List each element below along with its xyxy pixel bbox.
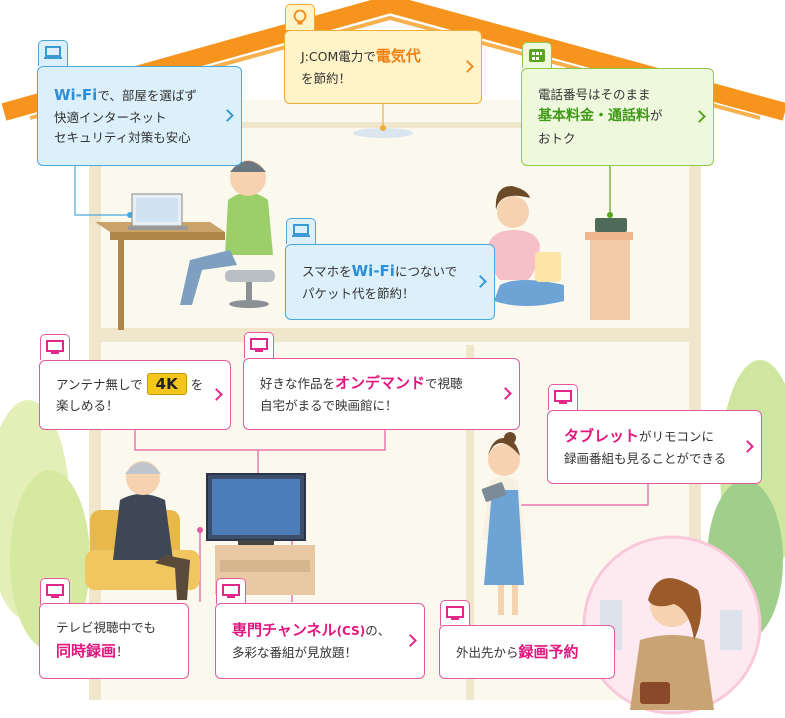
laptop-icon (292, 224, 310, 237)
tablet-line2: 録画番組も見ることができる (564, 451, 727, 467)
lightbulb-icon (293, 9, 307, 25)
tv-set (206, 473, 315, 595)
outside-woman-circle (582, 535, 762, 715)
smartphone-card-tab (286, 218, 316, 244)
4k-badge: 4K (146, 373, 187, 396)
electricity-highlight: 電気代 (375, 47, 421, 66)
simultaneous-recording-card[interactable]: テレビ視聴中でも 同時録画！ (39, 603, 189, 679)
phone-card-tab (522, 42, 552, 68)
tablet-remote-card[interactable]: タブレットがリモコンに 録画番組も見ることができる (547, 410, 762, 484)
elder-man-on-sofa (85, 461, 200, 600)
woman-on-cushion (488, 186, 564, 306)
channel-line2: 多彩な番組が見放題！ (232, 645, 358, 661)
antenna-card-tab (40, 334, 70, 360)
chevron-right-icon (404, 634, 417, 647)
remote-recording-card[interactable]: 外出先から録画予約 (439, 625, 615, 679)
chevron-right-icon (210, 388, 223, 401)
chevron-right-icon (499, 387, 512, 400)
chevron-right-icon (221, 109, 234, 122)
chevron-right-icon (741, 440, 754, 453)
tv-icon (250, 338, 268, 352)
wifi-line3: セキュリティ対策も安心 (54, 130, 191, 146)
tv-icon (554, 390, 572, 404)
smartphone-wifi-card[interactable]: スマホをWi-Fiにつないで パケット代を節約！ (285, 244, 495, 320)
specialty-channel-card[interactable]: 専門チャンネル(CS)の、 多彩な番組が見放題！ (215, 603, 425, 679)
man-at-desk (180, 160, 275, 308)
ceiling-light (353, 100, 413, 138)
wifi-internet-card[interactable]: Wi-Fiで、部屋を選ばず 快適インターネット セキュリティ対策も安心 (37, 66, 242, 166)
desk-with-laptop (95, 193, 225, 330)
phone-table (585, 218, 633, 320)
channel-highlight: 専門チャンネル (232, 621, 337, 640)
phone-service-card[interactable]: 電話番号はそのまま 基本料金・通話料が おトク (521, 68, 714, 166)
power-card-tab (285, 4, 315, 30)
phone-highlight: 基本料金・通話料 (538, 108, 650, 125)
tablet-card-tab (548, 384, 578, 410)
tv-icon (446, 606, 464, 620)
chevron-right-icon (693, 110, 706, 123)
chevron-right-icon (461, 60, 474, 73)
wifi-line2: 快適インターネット (54, 109, 167, 125)
antenna-line2: 楽しめる！ (56, 398, 119, 413)
electricity-card[interactable]: J:COM電力で電気代 を節約！ (284, 30, 482, 104)
wifi-card-tab (38, 40, 68, 66)
wifi-highlight: Wi-Fi (54, 86, 98, 104)
smartphone-line2: パケット代を節約！ (302, 286, 415, 302)
channel-card-tab (216, 578, 246, 604)
remote-recording-highlight: 録画予約 (518, 642, 579, 661)
woman-with-tablet (481, 432, 526, 615)
laptop-icon (44, 46, 62, 59)
remote-rec-card-tab (440, 600, 470, 626)
tv-icon (46, 584, 64, 598)
record-card-tab (40, 578, 70, 604)
tv-icon (222, 584, 240, 598)
phone-icon (529, 49, 545, 62)
tablet-highlight: タブレット (564, 427, 640, 446)
record-highlight: 同時録画 (56, 641, 117, 660)
power-line2: を節約！ (301, 71, 352, 87)
chevron-right-icon (474, 275, 487, 288)
phone-line3: おトク (538, 130, 576, 146)
ondemand-line2: 自宅がまるで映画館に！ (260, 398, 398, 414)
tv-icon (46, 340, 64, 354)
ondemand-card[interactable]: 好きな作品をオンデマンドで視聴 自宅がまるで映画館に！ (243, 358, 520, 430)
phone-line1: 電話番号はそのまま (538, 86, 651, 102)
smartphone-wifi-highlight: Wi-Fi (351, 262, 395, 281)
ondemand-card-tab (244, 332, 274, 358)
ondemand-highlight: オンデマンド (335, 374, 426, 393)
record-line1: テレビ視聴中でも (56, 620, 157, 636)
